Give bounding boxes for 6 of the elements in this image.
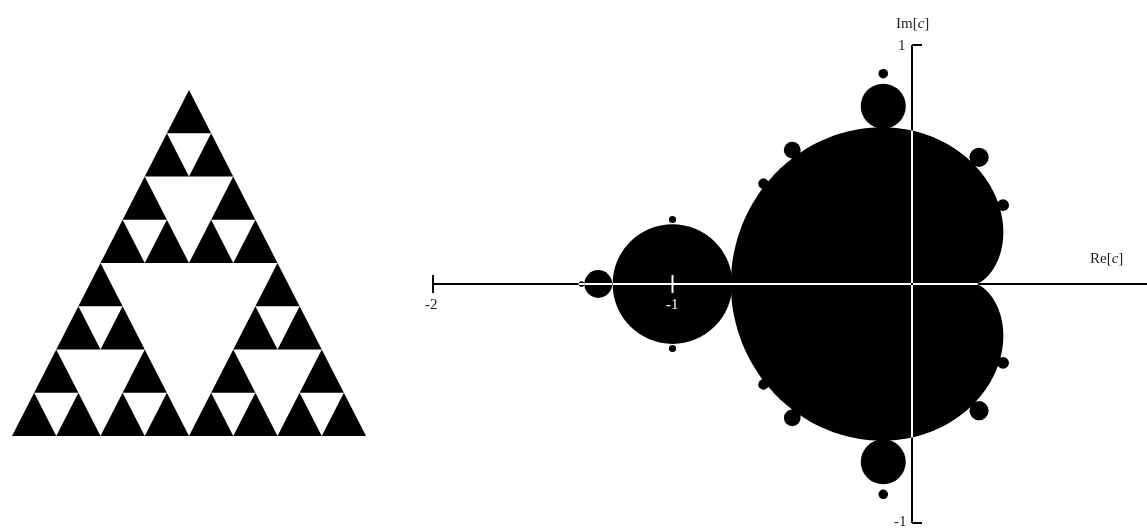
axis-label: Im[c] (896, 16, 930, 31)
tick-label: -1 (894, 514, 907, 529)
tick-label: -1 (666, 297, 679, 312)
axis-label: Re[c] (1090, 251, 1124, 266)
tick-label: 1 (898, 38, 906, 53)
tick-label: -2 (425, 297, 438, 312)
